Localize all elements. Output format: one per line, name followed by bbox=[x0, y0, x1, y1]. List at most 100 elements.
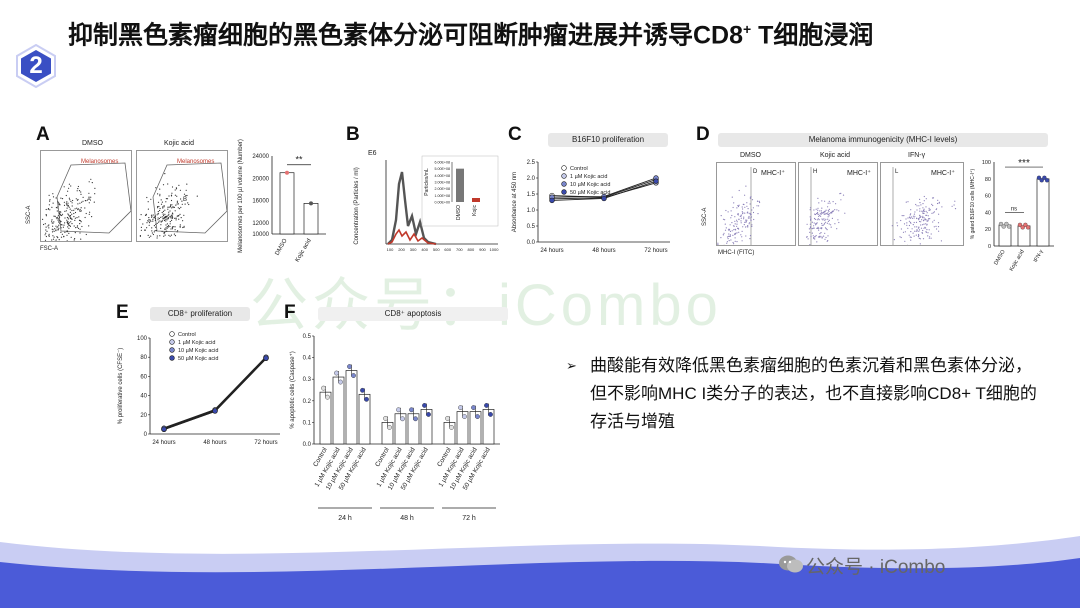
flow-dot bbox=[737, 205, 740, 208]
flow-dot bbox=[819, 233, 821, 235]
flow-dot bbox=[828, 223, 830, 225]
flow-dot bbox=[152, 233, 154, 236]
flow-dot bbox=[183, 214, 185, 216]
flow-dot bbox=[56, 218, 58, 220]
y-axis-label: % gated B16F10 cells (MHC-I⁺) bbox=[970, 168, 976, 239]
flow-dot bbox=[67, 190, 69, 192]
flow-dot bbox=[165, 228, 167, 230]
flow-dot bbox=[728, 235, 730, 237]
flow-dot bbox=[724, 219, 726, 221]
data-point bbox=[488, 412, 493, 417]
y-tick-label: 0.5 bbox=[527, 224, 536, 230]
title-rest: T细胞浸润 bbox=[751, 21, 874, 50]
flow-dot bbox=[734, 237, 736, 239]
x-tick-label: 200 bbox=[398, 247, 405, 252]
flow-dot bbox=[80, 193, 82, 195]
flow-dot bbox=[840, 199, 842, 201]
flow-dot bbox=[60, 231, 62, 233]
bar bbox=[1036, 178, 1050, 247]
legend-marker bbox=[561, 165, 567, 171]
flow-dot bbox=[830, 226, 832, 228]
flow-dot bbox=[171, 217, 173, 219]
data-point bbox=[475, 414, 480, 420]
flow-dot bbox=[827, 218, 829, 220]
x-tick-label: 72 hours bbox=[254, 440, 277, 446]
flow-dot bbox=[929, 218, 931, 220]
flow-dot bbox=[933, 226, 935, 228]
flow-dot bbox=[729, 224, 731, 226]
flow-dot bbox=[156, 214, 158, 216]
flow-dot bbox=[736, 241, 738, 243]
data-point bbox=[400, 416, 405, 422]
flow-dot bbox=[173, 233, 175, 235]
flow-dot bbox=[831, 217, 833, 219]
flow-dot bbox=[837, 219, 839, 221]
flow-dot bbox=[821, 224, 823, 226]
flow-dot bbox=[900, 219, 902, 222]
flow-dot bbox=[896, 225, 899, 227]
panel-a-flow-kojic: Melanosomes B bbox=[136, 150, 228, 242]
data-point bbox=[484, 403, 489, 408]
flow-dot bbox=[151, 216, 153, 218]
flow-dot bbox=[68, 218, 70, 220]
flow-dot bbox=[174, 217, 176, 219]
data-point bbox=[1039, 178, 1044, 183]
flow-dot bbox=[749, 235, 752, 237]
flow-dot bbox=[826, 222, 828, 224]
flow-dot bbox=[93, 201, 95, 203]
flow-dot bbox=[809, 223, 811, 225]
flow-dot bbox=[925, 214, 927, 216]
flow-dot bbox=[839, 193, 841, 195]
flow-dot bbox=[918, 205, 920, 207]
flow-dot bbox=[148, 224, 150, 226]
flow-dot bbox=[45, 226, 47, 228]
flow-dot bbox=[59, 213, 61, 215]
flow-dot bbox=[816, 212, 818, 215]
flow-dot bbox=[163, 215, 165, 217]
flow-dot bbox=[163, 219, 166, 222]
flow-dot bbox=[940, 240, 942, 242]
flow-dot bbox=[820, 212, 822, 214]
flow-dot bbox=[918, 219, 920, 221]
flow-dot bbox=[908, 216, 911, 218]
flow-dot bbox=[169, 221, 171, 223]
flow-dot bbox=[168, 216, 170, 219]
flow-dot bbox=[64, 210, 66, 212]
panel-b-e6-label: E6 bbox=[368, 150, 377, 157]
flow-plot-d-ifn bbox=[891, 167, 957, 245]
flow-dot bbox=[738, 218, 740, 220]
x-tick-label: 500 bbox=[433, 247, 440, 252]
flow-dot bbox=[84, 207, 86, 209]
flow-dot bbox=[166, 219, 168, 221]
flow-dot bbox=[813, 227, 815, 229]
flow-dot bbox=[736, 223, 738, 225]
flow-dot bbox=[821, 237, 823, 239]
flow-dot bbox=[149, 219, 151, 221]
flow-dot bbox=[938, 213, 940, 215]
flow-dot bbox=[814, 218, 816, 220]
flow-dot bbox=[166, 198, 169, 200]
flow-dot bbox=[737, 214, 739, 216]
inset-y-tick: 5.00E+08 bbox=[435, 167, 451, 171]
flow-dot bbox=[733, 243, 735, 245]
flow-dot bbox=[748, 212, 750, 214]
panel-d-ifn-label: IFN-γ bbox=[908, 152, 926, 159]
y-tick-label: 0.1 bbox=[303, 420, 312, 426]
y-tick-label: 0.0 bbox=[303, 442, 312, 448]
series-line bbox=[163, 357, 267, 431]
flow-dot bbox=[172, 213, 174, 215]
flow-dot bbox=[741, 230, 743, 232]
y-tick-label: 10000 bbox=[252, 232, 269, 238]
flow-dot bbox=[151, 230, 153, 232]
flow-dot bbox=[139, 235, 141, 237]
flow-dot bbox=[731, 214, 733, 217]
flow-dot bbox=[893, 239, 895, 241]
title-superscript: + bbox=[743, 21, 752, 37]
y-tick-label: 0.5 bbox=[303, 334, 312, 340]
x-tick-label: DMSO bbox=[275, 238, 289, 257]
flow-dot bbox=[913, 213, 915, 215]
flow-dot bbox=[827, 235, 829, 237]
flow-dot bbox=[48, 194, 50, 196]
data-point bbox=[462, 414, 467, 420]
